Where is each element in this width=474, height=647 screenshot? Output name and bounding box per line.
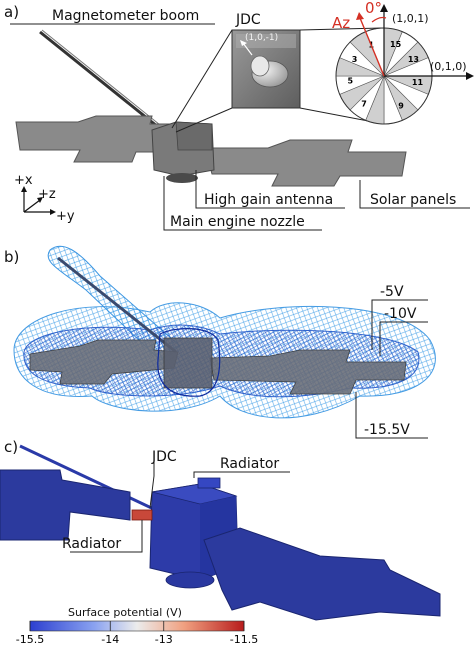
radiator-top-label: Radiator (220, 456, 279, 472)
disk-connector-top (299, 27, 385, 31)
inset-connector-top (171, 29, 233, 129)
boom-c (19, 444, 161, 514)
jdc-aperture (250, 55, 270, 77)
solar-panel-right-b (209, 349, 407, 395)
hga-label: High gain antenna (204, 192, 333, 208)
disk-axis-horizontal-arrow (466, 72, 474, 80)
hga-leader (195, 170, 345, 209)
sector-label: 13 (408, 55, 419, 64)
axis-x-label: +x (14, 173, 33, 188)
jdc-label: JDC (235, 12, 261, 28)
solar-panel-left-c (0, 469, 131, 541)
sector-label: 9 (398, 101, 404, 110)
panel-b: b) -5V -10V -15.5V (4, 245, 436, 439)
colorbar-tick-label: -14 (101, 633, 119, 646)
main-engine-nozzle (166, 173, 198, 183)
nozzle-label: Main engine nozzle (170, 214, 305, 230)
contour-15v-label: -15.5V (364, 422, 410, 438)
panel-b-tag: b) (4, 248, 19, 266)
sector-label: 5 (348, 77, 354, 86)
spacecraft-bus (151, 121, 215, 183)
colorbar-title: Surface potential (V) (68, 606, 182, 619)
panel-a-tag: a) (4, 3, 19, 21)
jdc-label-c: JDC (151, 449, 177, 465)
sector-label: 11 (412, 78, 424, 87)
angle-label: 0° (365, 0, 382, 17)
boom-b (57, 256, 177, 354)
solar-panel-right (204, 139, 407, 187)
jdc-vector-label: (1,0,-1) (245, 33, 278, 43)
sector-label: 7 (361, 100, 367, 109)
inset-connector-bottom (175, 107, 233, 133)
solar-panel-right-c (203, 527, 441, 621)
nozzle-leader (163, 176, 322, 231)
axis-y-label: +y (56, 209, 75, 224)
panel-a: a) (1,0,-1) 13579111315 (4, 0, 474, 231)
boom-label: Magnetometer boom (52, 8, 199, 24)
jdc-vector-arrow (242, 42, 253, 56)
contour-10v-leader (379, 321, 428, 356)
main-engine-nozzle-c (165, 571, 215, 589)
potential-contour-15v (157, 328, 221, 397)
jdc-inset-highlight (236, 34, 296, 48)
jdc-vector-arrowhead (240, 40, 247, 46)
panel-c: c) JDC Radiator Radiator Surface potenti… (0, 438, 441, 646)
sector-disk: 13579111315 (335, 27, 433, 125)
sector-label: 3 (352, 55, 358, 64)
disk-axis-vertical-arrow (380, 4, 388, 12)
radiator-left-leader (70, 520, 143, 553)
contour-5v-label: -5V (380, 284, 404, 300)
solar-panel-left (15, 115, 171, 163)
jdc-leader-c (149, 462, 155, 509)
az-arrowhead (356, 12, 364, 20)
az-arrow (359, 17, 385, 77)
panel-c-tag: c) (4, 438, 18, 456)
az-angle-arc (371, 16, 387, 23)
contour-10v-label: -10V (384, 306, 417, 322)
coordinate-axes: +x +z +y (14, 173, 75, 224)
spacecraft-bus-b (163, 337, 213, 389)
vector-101-label: (1,0,1) (392, 12, 429, 25)
jdc-sensor-c (131, 509, 153, 521)
radiator-left-label: Radiator (62, 536, 121, 552)
colorbar-tick-label: -15.5 (16, 633, 44, 646)
colorbar (29, 620, 245, 632)
radiator-top-c (197, 477, 221, 489)
solar-label: Solar panels (370, 192, 456, 208)
radiator-top-leader (193, 471, 290, 478)
vector-010-label: (0,1,0) (430, 60, 467, 73)
contour-15v-leader (355, 392, 428, 439)
contour-5v-leader (371, 299, 428, 350)
colorbar-ticks: -15.5 -14 -13 -11.5 (16, 621, 258, 646)
sector-label: 15 (390, 40, 402, 49)
axis-z-label: +z (38, 187, 56, 202)
colorbar-tick-label: -11.5 (230, 633, 258, 646)
colorbar-tick-label: -13 (155, 633, 173, 646)
solar-leader (359, 180, 470, 209)
az-label: Az (332, 14, 350, 32)
